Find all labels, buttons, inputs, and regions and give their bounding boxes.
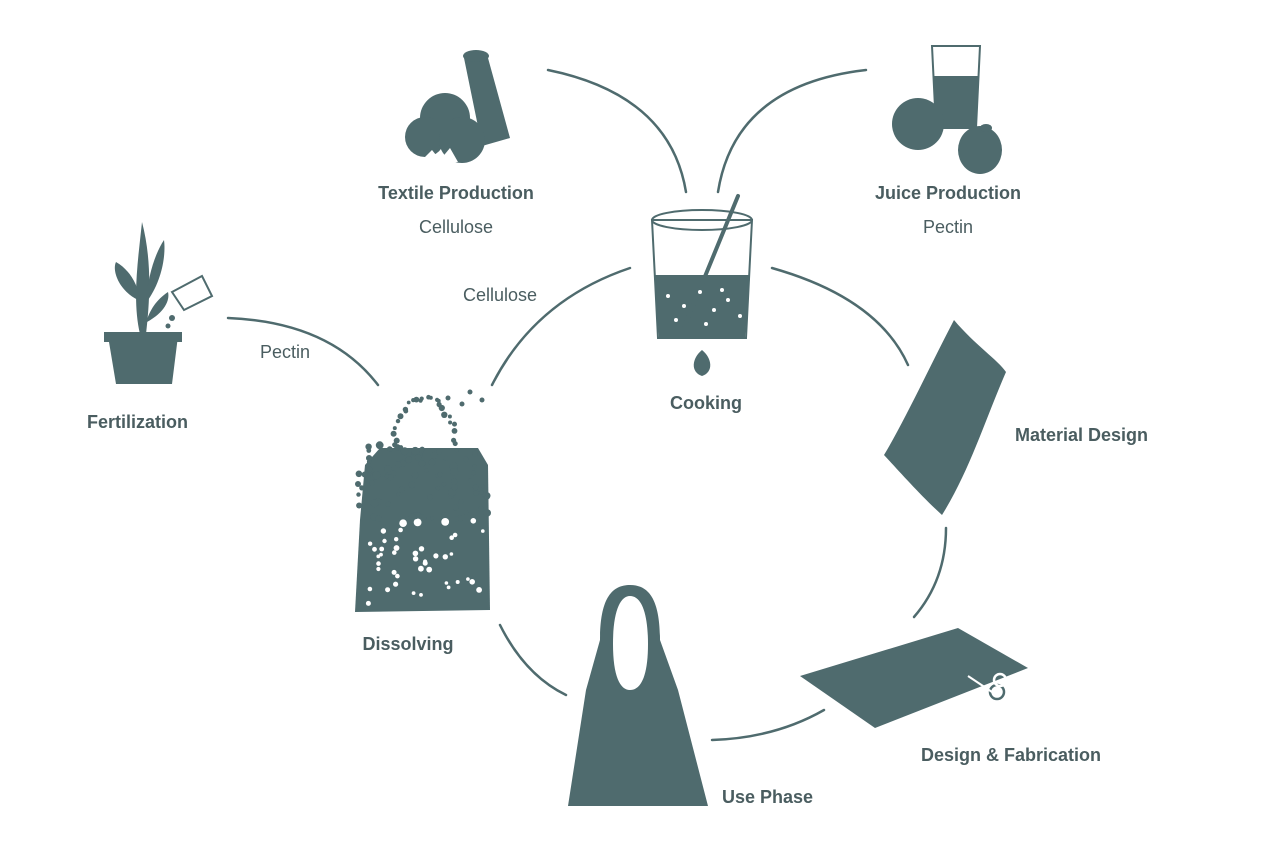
dissolving-bag-icon bbox=[355, 389, 491, 612]
flow-label-cellulose: Cellulose bbox=[463, 285, 538, 305]
stage-title-fabrication: Design & Fabrication bbox=[921, 745, 1102, 765]
stage-subtitle-juice: Pectin bbox=[922, 217, 974, 237]
flow-label-pectin: Pectin bbox=[260, 342, 311, 362]
arc-dissolving-to-cooking bbox=[490, 266, 632, 387]
stage-title-fertilization: Fertilization bbox=[87, 412, 189, 432]
stage-title-dissolving: Dissolving bbox=[362, 634, 454, 654]
stage-title-material: Material Design bbox=[1015, 425, 1149, 445]
potted-plant-icon bbox=[104, 222, 214, 384]
connector-arcs bbox=[226, 68, 948, 742]
arc-juice-to-cooking bbox=[716, 68, 868, 194]
stage-title-use: Use Phase bbox=[722, 787, 814, 807]
arc-fabrication-to-use bbox=[710, 708, 826, 742]
material-sheet-icon bbox=[884, 320, 1006, 515]
stage-subtitle-textile: Cellulose bbox=[418, 217, 494, 237]
stage-title-cooking: Cooking bbox=[670, 393, 742, 413]
arc-material-to-fabrication bbox=[912, 526, 948, 619]
juice-fruit-icon bbox=[892, 45, 1002, 174]
arc-dissolving-to-fertilization bbox=[226, 316, 380, 387]
cooking-pot-icon bbox=[650, 194, 754, 376]
arc-use-to-dissolving bbox=[498, 623, 568, 697]
arc-textile-to-cooking bbox=[546, 68, 688, 194]
arc-cooking-to-material bbox=[770, 266, 910, 367]
cotton-spool-icon bbox=[405, 50, 510, 163]
fabric-scissors-icon bbox=[800, 628, 1028, 728]
tote-bag-icon bbox=[568, 585, 708, 806]
stage-title-juice: Juice Production bbox=[874, 183, 1022, 203]
stage-title-textile: Textile Production bbox=[378, 183, 534, 203]
